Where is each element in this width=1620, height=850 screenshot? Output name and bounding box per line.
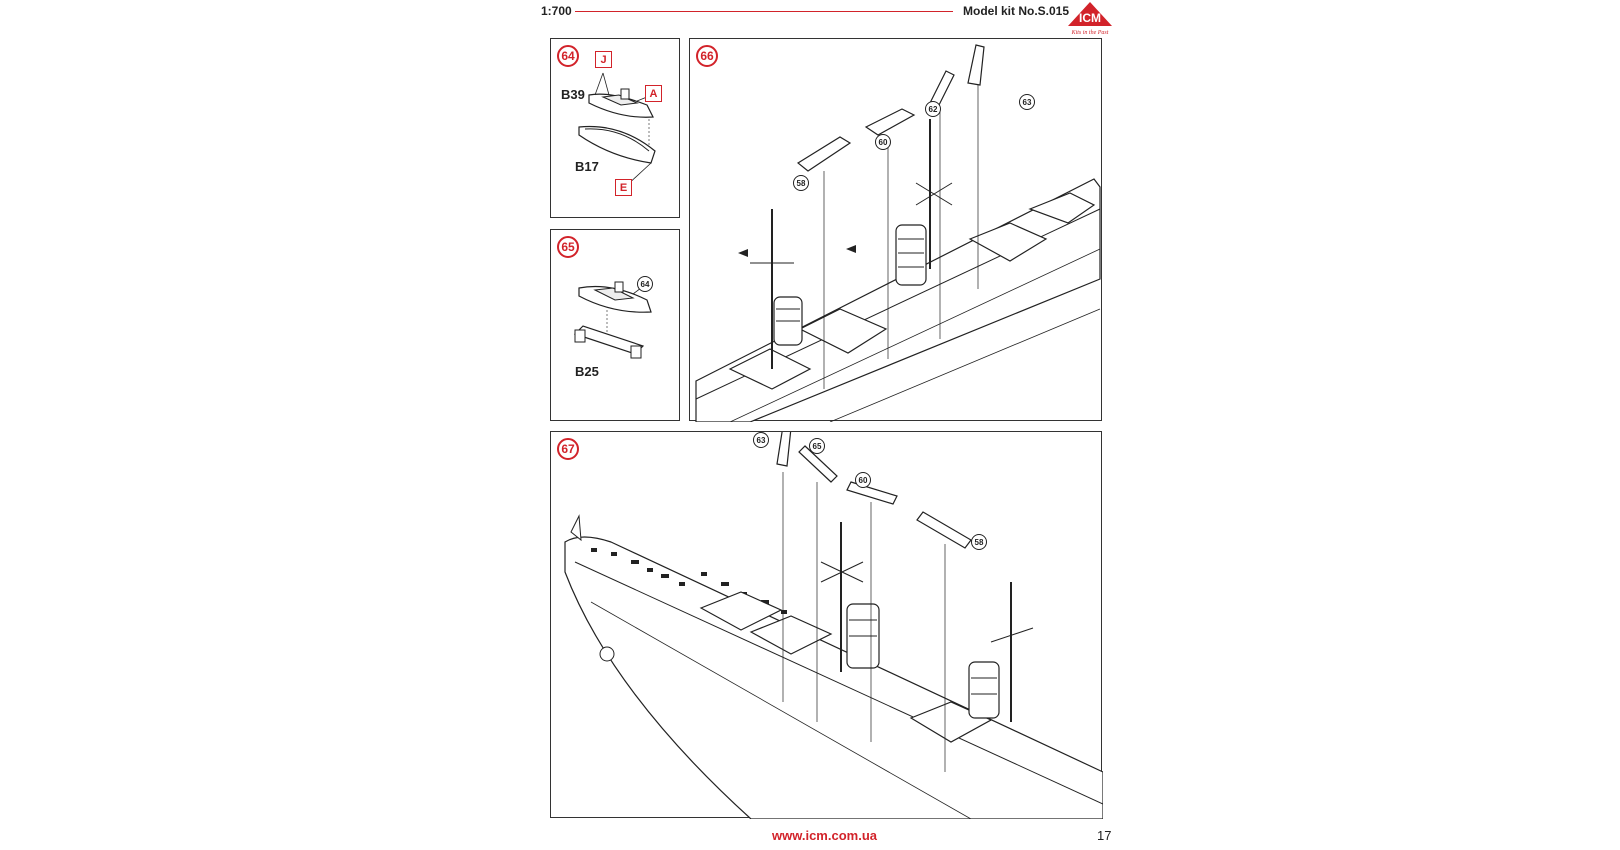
callout-a: A (645, 85, 662, 102)
step-number-67: 67 (557, 438, 579, 460)
model-kit-label: Model kit No.S.015 (963, 4, 1070, 18)
page-number: 17 (1097, 828, 1112, 843)
ref-65: 65 (809, 438, 825, 454)
callout-e: E (615, 179, 632, 196)
header-rule (575, 11, 953, 12)
ref-63: 63 (753, 432, 769, 448)
ref-64: 64 (637, 276, 653, 292)
scale-label: 1:700 (541, 4, 572, 18)
ref-60: 60 (855, 472, 871, 488)
website-url[interactable]: www.icm.com.ua (772, 828, 877, 843)
ref-60: 60 (875, 134, 891, 150)
callout-j: J (595, 51, 612, 68)
ref-63: 63 (1019, 94, 1035, 110)
step-64-drawing (578, 72, 656, 188)
ref-62: 62 (925, 101, 941, 117)
step-66-panel: 66 58 60 62 63 (689, 38, 1102, 422)
brand-slogan: Kits in the Past (1071, 30, 1109, 36)
brand-logo: ICM Kits in the Past (1060, 0, 1120, 36)
step-66-drawing (695, 44, 1101, 422)
part-label-b39: B39 (561, 87, 585, 102)
step-65-drawing (573, 281, 652, 359)
ref-58: 58 (793, 175, 809, 191)
part-label-b25: B25 (575, 364, 599, 379)
step-65-panel: 65 64 B25 (550, 229, 680, 421)
step-number-65: 65 (557, 236, 579, 258)
step-67-panel: 67 63 65 60 58 (550, 431, 1103, 819)
step-64-panel: 64 J A E B39 B17 (550, 38, 680, 218)
step-number-64: 64 (557, 45, 579, 67)
step-67-drawing (564, 432, 1103, 819)
ref-58: 58 (971, 534, 987, 550)
step-number-66: 66 (696, 45, 718, 67)
part-label-b17: B17 (575, 159, 599, 174)
brand-name: ICM (1079, 11, 1101, 25)
